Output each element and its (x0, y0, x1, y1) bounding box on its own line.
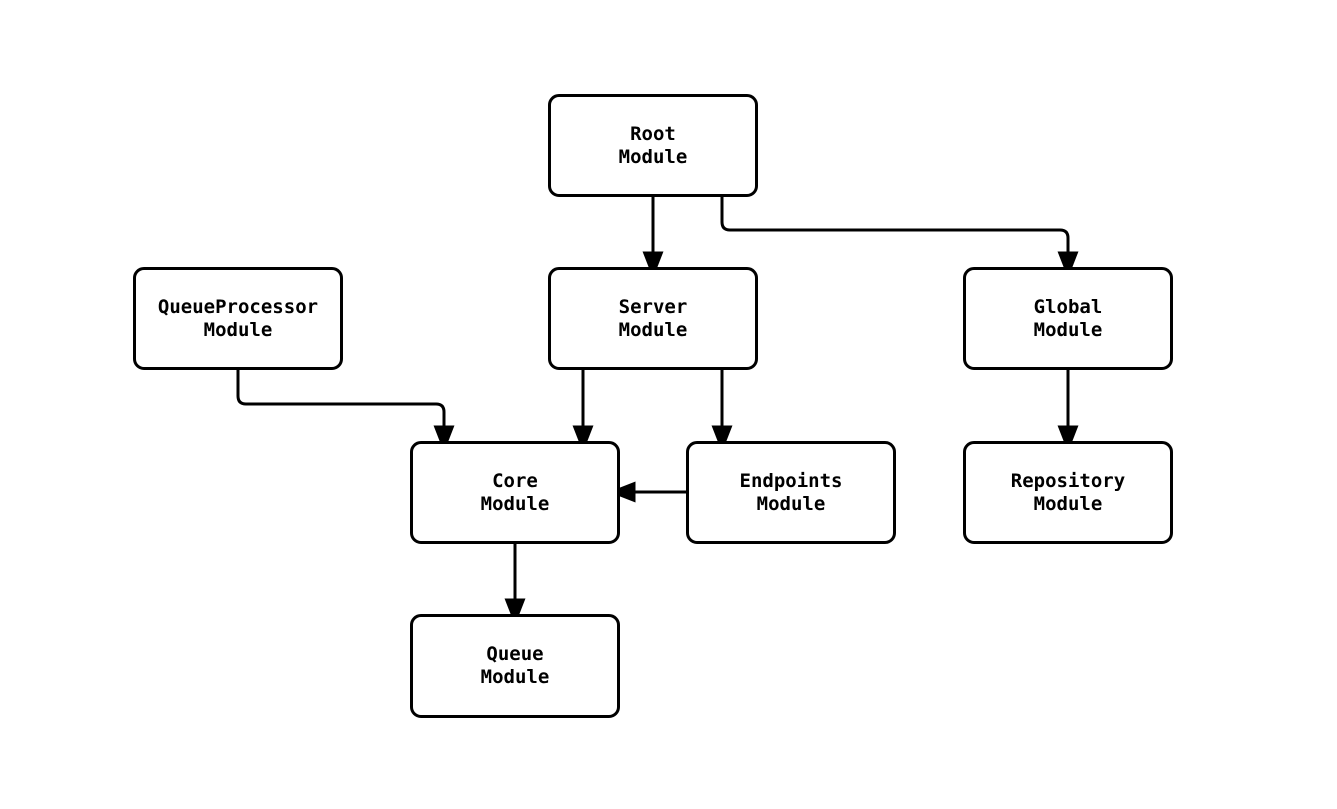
node-endpoints-label-line1: Endpoints (739, 469, 843, 492)
node-repository-label-line1: Repository (1010, 469, 1126, 492)
edge-paths (236, 197, 1079, 626)
edge-queueprocessor-to-core (236, 370, 455, 453)
node-core-label-line2: Module (480, 492, 550, 515)
node-repository[interactable]: Repository Module (963, 441, 1173, 544)
node-queueprocessor[interactable]: QueueProcessor Module (133, 267, 343, 370)
node-queue[interactable]: Queue Module (410, 614, 620, 718)
node-server-label-line2: Module (618, 318, 688, 341)
node-root-label-line2: Module (618, 145, 688, 168)
node-root-label-line1: Root (630, 122, 676, 145)
node-server-label-line1: Server (618, 295, 688, 318)
node-core-label-line1: Core (492, 469, 538, 492)
node-queueprocessor-label-line1: QueueProcessor (157, 295, 319, 318)
node-core[interactable]: Core Module (410, 441, 620, 544)
node-queue-label-line1: Queue (486, 643, 544, 665)
node-global-label-line2: Module (1033, 318, 1103, 341)
node-global-label-line1: Global (1033, 295, 1103, 318)
node-queueprocessor-label-line2: Module (203, 318, 273, 341)
edge-root-to-global (720, 197, 1079, 279)
node-queue-label-line2: Module (480, 666, 550, 688)
node-root[interactable]: Root Module (548, 94, 758, 197)
node-repository-label-line2: Module (1033, 492, 1103, 515)
node-endpoints-label-line2: Module (756, 492, 826, 515)
node-server[interactable]: Server Module (548, 267, 758, 370)
node-endpoints[interactable]: Endpoints Module (686, 441, 896, 544)
node-global[interactable]: Global Module (963, 267, 1173, 370)
